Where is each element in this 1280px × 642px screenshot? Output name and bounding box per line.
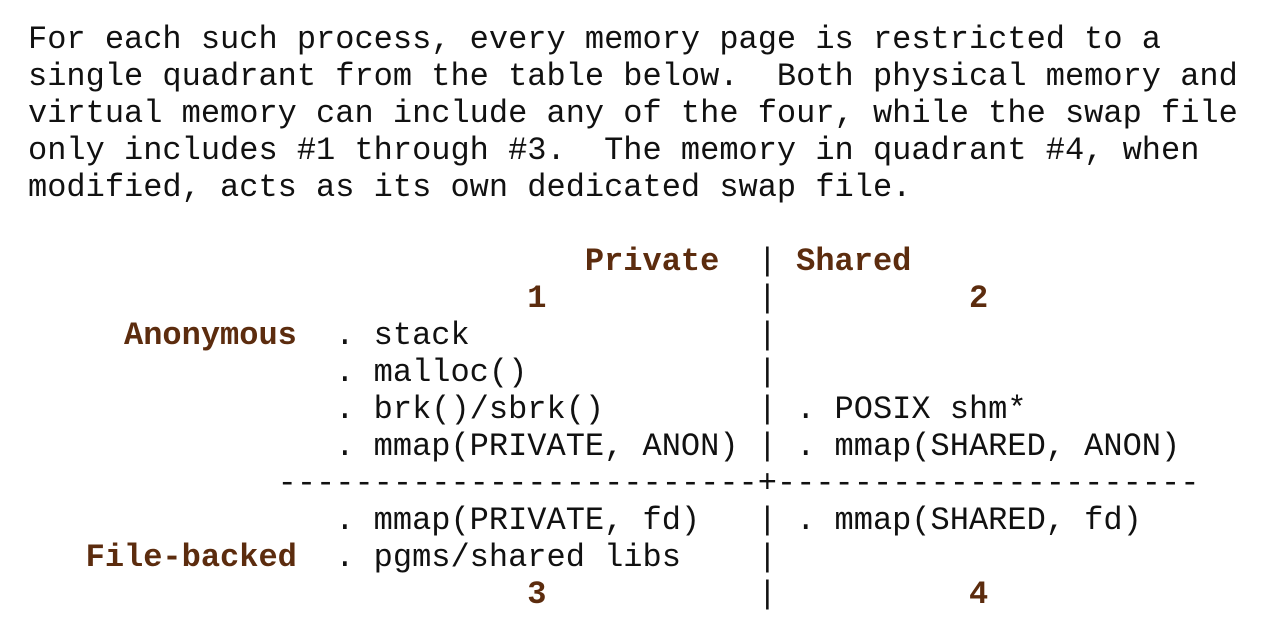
row-header-anonymous: Anonymous — [124, 317, 297, 354]
table-row: 1 | 2 — [28, 280, 988, 317]
quadrant-number-3: 3 — [527, 576, 547, 613]
table-row: . mmap(PRIVATE, fd) | . mmap(SHARED, fd) — [28, 502, 1142, 539]
table-row: 3 | 4 — [28, 576, 988, 613]
intro-paragraph: For each such process, every memory page… — [28, 21, 1238, 206]
table-text — [28, 539, 86, 576]
table-text — [28, 243, 585, 280]
table-text: | — [546, 576, 969, 613]
table-row: Private | Shared — [28, 243, 911, 280]
table-text — [28, 576, 527, 613]
table-text: | — [546, 280, 969, 317]
quadrant-number-4: 4 — [968, 576, 989, 613]
table-text — [28, 280, 527, 317]
table-row: File-backed . pgms/shared libs | — [28, 539, 777, 576]
table-text: . pgms/shared libs | — [296, 539, 777, 576]
table-text: | — [719, 243, 797, 280]
table-text: . brk()/sbrk() | . POSIX shm* — [28, 391, 1027, 428]
quadrant-number-1: 1 — [527, 280, 547, 317]
table-text: . stack | — [296, 317, 777, 354]
quadrant-number-2: 2 — [968, 280, 989, 317]
table-divider: -------------------------+--------------… — [28, 465, 1200, 502]
column-header-shared: Shared — [796, 243, 912, 280]
table-text — [28, 317, 124, 354]
table-row: -------------------------+--------------… — [28, 465, 1200, 502]
memory-quadrant-table: Private | Shared 1 | 2 Anonymous . stack… — [28, 243, 1280, 613]
table-text: . mmap(PRIVATE, fd) | . mmap(SHARED, fd) — [28, 502, 1142, 539]
document: For each such process, every memory page… — [28, 21, 1280, 613]
row-header-file-backed: File-backed — [85, 539, 297, 576]
table-row: . malloc() | — [28, 354, 777, 391]
table-row: Anonymous . stack | — [28, 317, 777, 354]
table-row: . mmap(PRIVATE, ANON) | . mmap(SHARED, A… — [28, 428, 1180, 465]
table-text: . mmap(PRIVATE, ANON) | . mmap(SHARED, A… — [28, 428, 1181, 465]
column-header-private: Private — [584, 243, 720, 280]
table-text: . malloc() | — [28, 354, 777, 391]
table-row: . brk()/sbrk() | . POSIX shm* — [28, 391, 1027, 428]
